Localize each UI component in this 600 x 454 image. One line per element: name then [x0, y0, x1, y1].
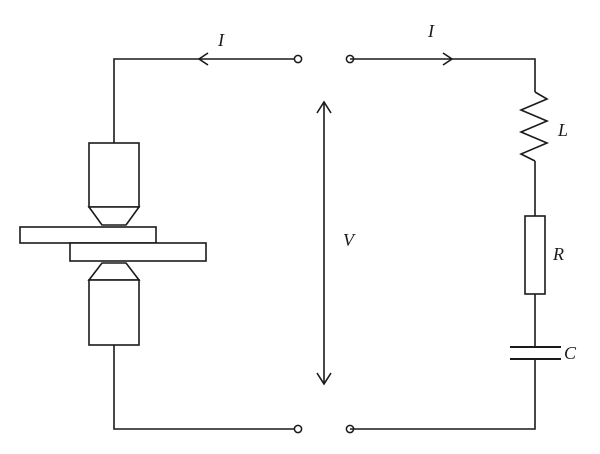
top-right-wire — [350, 58, 536, 92]
resistor-icon — [524, 215, 546, 295]
terminal-top-left-icon — [293, 54, 303, 64]
capacitor-label: C — [564, 343, 577, 363]
voltage-arrow-up-icon — [316, 100, 332, 114]
upper-electrode-tip — [87, 206, 141, 226]
upper-electrode-body — [88, 142, 140, 208]
inductor-icon — [518, 91, 550, 162]
voltage-indicator: V — [316, 100, 356, 386]
upper-workpiece-sheet — [19, 226, 157, 244]
current-label-left: I — [217, 30, 225, 50]
current-arrow-right-icon — [442, 52, 454, 66]
lower-electrode-body — [88, 279, 140, 346]
resistor-label: R — [552, 244, 564, 264]
lower-workpiece-sheet — [69, 242, 207, 262]
current-arrow-left-icon — [197, 52, 209, 66]
inductor-label: L — [557, 120, 568, 140]
top-left-wire — [113, 58, 298, 143]
rlc-load-circuit: I L R C — [350, 21, 577, 430]
bottom-left-wire — [113, 345, 298, 430]
bottom-right-wire — [350, 359, 536, 430]
terminal-bottom-left-icon — [293, 424, 303, 434]
welding-electrode-assembly: I — [19, 30, 298, 430]
voltage-label: V — [343, 230, 356, 250]
lower-electrode-tip — [87, 262, 141, 281]
voltage-arrow-down-icon — [316, 372, 332, 386]
current-label-right: I — [427, 21, 435, 41]
